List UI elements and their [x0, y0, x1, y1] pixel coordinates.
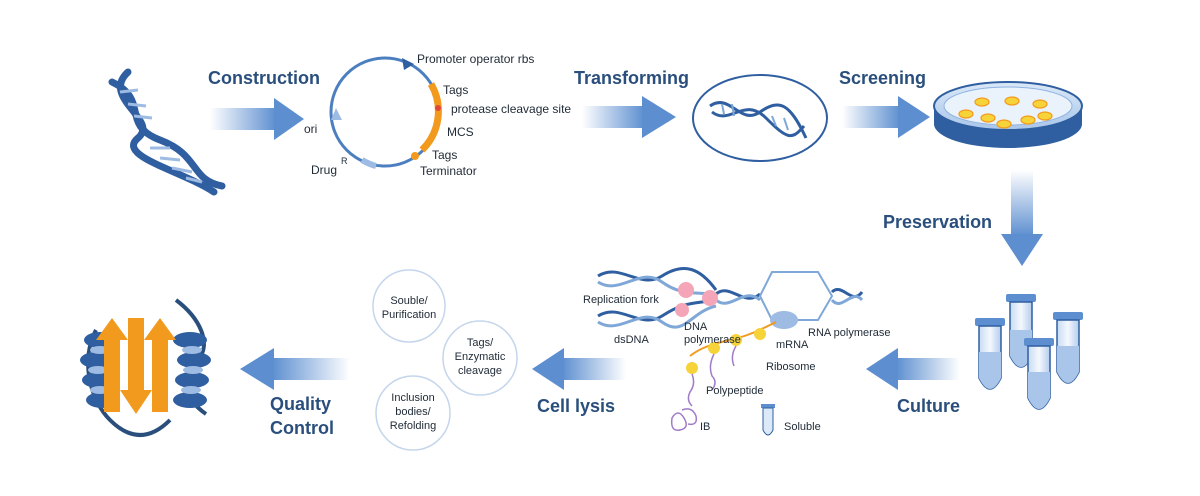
- promoter-arrow: [402, 58, 414, 70]
- circle3-line2: bodies/: [395, 406, 431, 418]
- stage-preservation-label: Preservation: [883, 212, 992, 232]
- dsdna-label: dsDNA: [614, 334, 650, 346]
- tags-bottom-marker: [411, 152, 419, 160]
- tube-4: [1053, 312, 1083, 384]
- purification-options: [372, 269, 518, 451]
- circle3-line3: Refolding: [390, 420, 436, 432]
- stage-quality-label-line1: Quality: [270, 394, 331, 414]
- circle1-line2: Purification: [382, 309, 436, 321]
- dna-polymerase-label-line2: polymerase: [684, 334, 741, 346]
- soluble-purification-circle: [372, 269, 446, 343]
- inclusion-bodies-refolding-circle: [375, 375, 451, 451]
- dna-polymerase-blob: [702, 290, 718, 306]
- protein-structure-icon: [80, 298, 211, 437]
- petri-dish-icon: [933, 81, 1083, 148]
- ribosome-label: Ribosome: [766, 361, 816, 373]
- polypeptide-label: Polypeptide: [706, 385, 764, 397]
- ribosome: [754, 328, 766, 340]
- replication-fork-label: Replication fork: [583, 294, 659, 306]
- arrow-preservation: [1001, 170, 1043, 266]
- protease-cleavage-label: protease cleavage site: [451, 102, 571, 116]
- circle3-line1: Inclusion: [391, 392, 434, 404]
- drug-resistance-superscript: R: [341, 156, 348, 166]
- dna-helix-icon: [108, 68, 226, 196]
- circle2-line3: cleavage: [458, 365, 502, 377]
- stage-quality-label-line2: Control: [270, 418, 334, 438]
- terminator-label: Terminator: [420, 164, 477, 178]
- tube-1: [975, 318, 1005, 390]
- circle1-line1: Souble/: [390, 295, 428, 307]
- protease-site-marker: [435, 105, 441, 111]
- rna-polymerase-label: RNA polymerase: [808, 327, 891, 339]
- drug-resistance-segment: [360, 157, 377, 169]
- arrow-quality-control: [240, 348, 350, 390]
- rna-polymerase-blob: [770, 311, 798, 329]
- tube-2: [1006, 294, 1036, 368]
- ribosome: [708, 342, 720, 354]
- circle2-line1: Tags/: [467, 337, 494, 349]
- mcs-label: MCS: [447, 125, 474, 139]
- tags-top-label: Tags: [443, 83, 468, 97]
- arrow-cell-lysis: [532, 348, 626, 390]
- stage-construction-label: Construction: [208, 68, 320, 88]
- soluble-tube-icon: [761, 404, 775, 436]
- tube-3: [1024, 338, 1054, 410]
- arrow-screening: [842, 96, 930, 138]
- plasmid-map: [329, 56, 442, 169]
- promoter-label: Promoter operator rbs: [417, 52, 534, 66]
- arrow-culture: [866, 348, 960, 390]
- ribosome: [686, 362, 698, 374]
- mrna-label: mRNA: [776, 339, 809, 351]
- stage-screening-label: Screening: [839, 68, 926, 88]
- culture-tubes-icon: [975, 294, 1083, 410]
- mcs-segment: [419, 82, 442, 153]
- expression-mechanism-diagram: [597, 267, 864, 436]
- ribosome: [730, 334, 742, 346]
- stage-transforming-label: Transforming: [574, 68, 689, 88]
- arrow-construction: [210, 98, 304, 140]
- circle2-line2: Enzymatic: [455, 351, 506, 363]
- drug-label: Drug: [311, 163, 337, 177]
- stage-culture-label: Culture: [897, 396, 960, 416]
- tags-bottom-label: Tags: [432, 148, 457, 162]
- ori-arrow: [331, 108, 342, 120]
- tags-enzymatic-cleavage-circle: [442, 320, 518, 396]
- inclusion-body-icon: [670, 408, 698, 431]
- soluble-label: Soluble: [784, 421, 821, 433]
- stage-cell-lysis-label: Cell lysis: [537, 396, 615, 416]
- dna-polymerase-blob: [678, 282, 694, 298]
- dna-polymerase-blob: [675, 303, 689, 317]
- ib-label: IB: [700, 421, 710, 433]
- arrow-transforming: [582, 96, 676, 138]
- dna-polymerase-label-line1: DNA: [684, 321, 708, 333]
- transformed-cell-icon: [692, 74, 828, 162]
- ori-label: ori: [304, 122, 317, 136]
